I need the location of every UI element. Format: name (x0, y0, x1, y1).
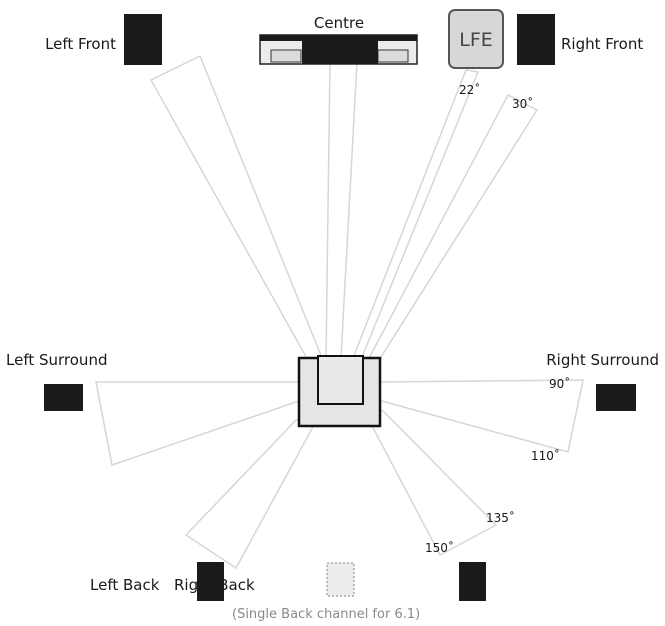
angle-110: 110˚ (531, 448, 560, 463)
angle-90: 90˚ (549, 376, 570, 391)
angle-22: 22˚ (459, 82, 480, 97)
label-right-surround: Right Surround (546, 351, 659, 369)
speaker-left-back (197, 562, 224, 601)
speaker-right-back (459, 562, 486, 601)
label-right-back: Right Back (174, 576, 255, 594)
wedge-left-front (149, 54, 324, 363)
label-left-back: Left Back (90, 576, 160, 594)
speaker-right-surround (596, 384, 636, 411)
label-left-surround: Left Surround (6, 351, 107, 369)
angle-135: 135˚ (486, 510, 515, 525)
speaker-right-front (517, 14, 555, 65)
label-centre: Centre (314, 14, 364, 32)
listener-head (317, 355, 364, 405)
speaker-single-back (326, 562, 355, 597)
wedge-right-back (369, 408, 498, 557)
label-left-front: Left Front (45, 35, 116, 53)
speaker-left-surround (44, 384, 83, 411)
speaker-left-front (124, 14, 162, 65)
wedge-left-back (184, 419, 316, 570)
speaker-centre (259, 34, 418, 65)
lfe-label: LFE (459, 29, 493, 51)
speaker-lfe: LFE (448, 9, 504, 69)
wedge-centre (325, 61, 358, 359)
angle-30: 30˚ (512, 96, 533, 111)
angle-150: 150˚ (425, 540, 454, 555)
single-back-note: (Single Back channel for 6.1) (232, 607, 420, 622)
label-right-front: Right Front (561, 35, 643, 53)
